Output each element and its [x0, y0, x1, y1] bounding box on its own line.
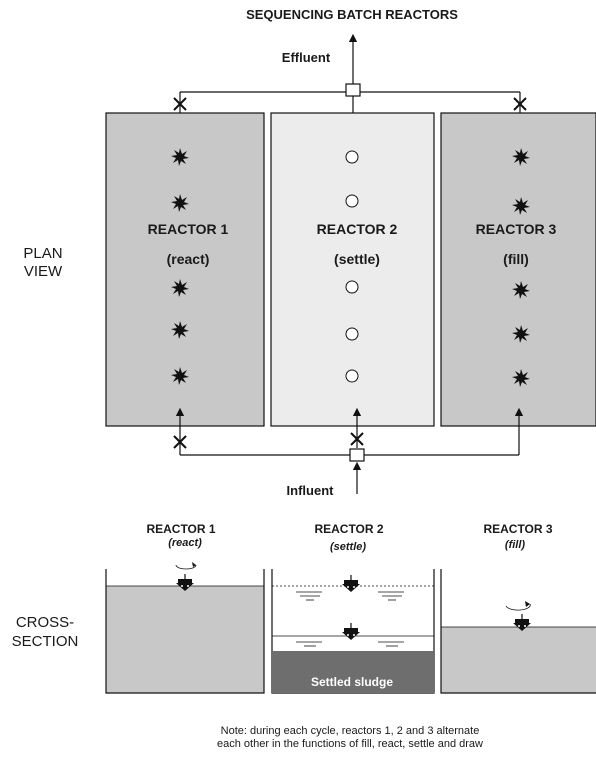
- valve-closed-effluent-1-icon: [173, 97, 187, 111]
- rotation-arrow-icon: [175, 564, 197, 570]
- mixer-icon: [341, 622, 361, 641]
- water-surface-marks: [296, 591, 404, 647]
- section-tank-3-water: [441, 627, 596, 693]
- plan-reactor-1-name: REACTOR 1: [148, 221, 229, 237]
- rotation-arrow-head-icon: [192, 562, 196, 567]
- note-line-2: each other in the functions of fill, rea…: [217, 738, 483, 750]
- mixer-icon: [341, 574, 361, 593]
- plan-reactor-1: [105, 112, 265, 427]
- settled-sludge-layer: [272, 651, 434, 693]
- plan-reactor-1-phase: (react): [167, 251, 210, 267]
- diffuser-circle-icon: [345, 327, 359, 341]
- rotation-arrow-head-icon: [525, 601, 530, 607]
- note-line-1: Note: during each cycle, reactors 1, 2 a…: [221, 725, 480, 737]
- influent-label: Influent: [287, 483, 335, 498]
- rotation-arrow-icon: [505, 603, 531, 611]
- plan-view-label-line-2: VIEW: [24, 263, 63, 280]
- plan-reactor-2-phase: (settle): [334, 251, 380, 267]
- section-tank-1-walls: [105, 569, 265, 694]
- plan-view-label-line-1: PLAN: [23, 245, 62, 262]
- section-reactor-3-phase: (fill): [505, 539, 525, 551]
- valve-closed-influent-1-icon: [173, 435, 187, 449]
- plan-reactor-2-name: REACTOR 2: [317, 221, 398, 237]
- section-reactor-1-name: REACTOR 1: [146, 522, 215, 536]
- section-reactor-3-name: REACTOR 3: [483, 522, 552, 536]
- settled-sludge-label: Settled sludge: [311, 675, 393, 689]
- diffuser-circle-icon: [345, 280, 359, 294]
- plan-reactor-3-phase: (fill): [503, 251, 529, 267]
- section-tank-1-water: [106, 586, 264, 693]
- valve-closed-influent-2-icon: [350, 432, 364, 446]
- influent-junction-box: [349, 448, 365, 462]
- diagram-title: SEQUENCING BATCH REACTORS: [246, 7, 458, 22]
- section-tank-3-walls: [440, 569, 596, 694]
- valve-closed-effluent-3-icon: [513, 97, 527, 111]
- diffuser-circle-icon: [345, 150, 359, 164]
- plan-reactor-3-name: REACTOR 3: [476, 221, 557, 237]
- cross-section-label-line-2: SECTION: [12, 633, 79, 650]
- section-reactor-2-phase: (settle): [330, 541, 366, 553]
- diffuser-circle-icon: [345, 369, 359, 383]
- diffuser-circle-icon: [345, 194, 359, 208]
- effluent-label: Effluent: [282, 50, 331, 65]
- section-reactor-1-phase: (react): [168, 537, 202, 549]
- effluent-junction-box: [345, 83, 361, 97]
- cross-section-label-line-1: CROSS-: [16, 614, 74, 631]
- section-reactor-2-name: REACTOR 2: [314, 522, 383, 536]
